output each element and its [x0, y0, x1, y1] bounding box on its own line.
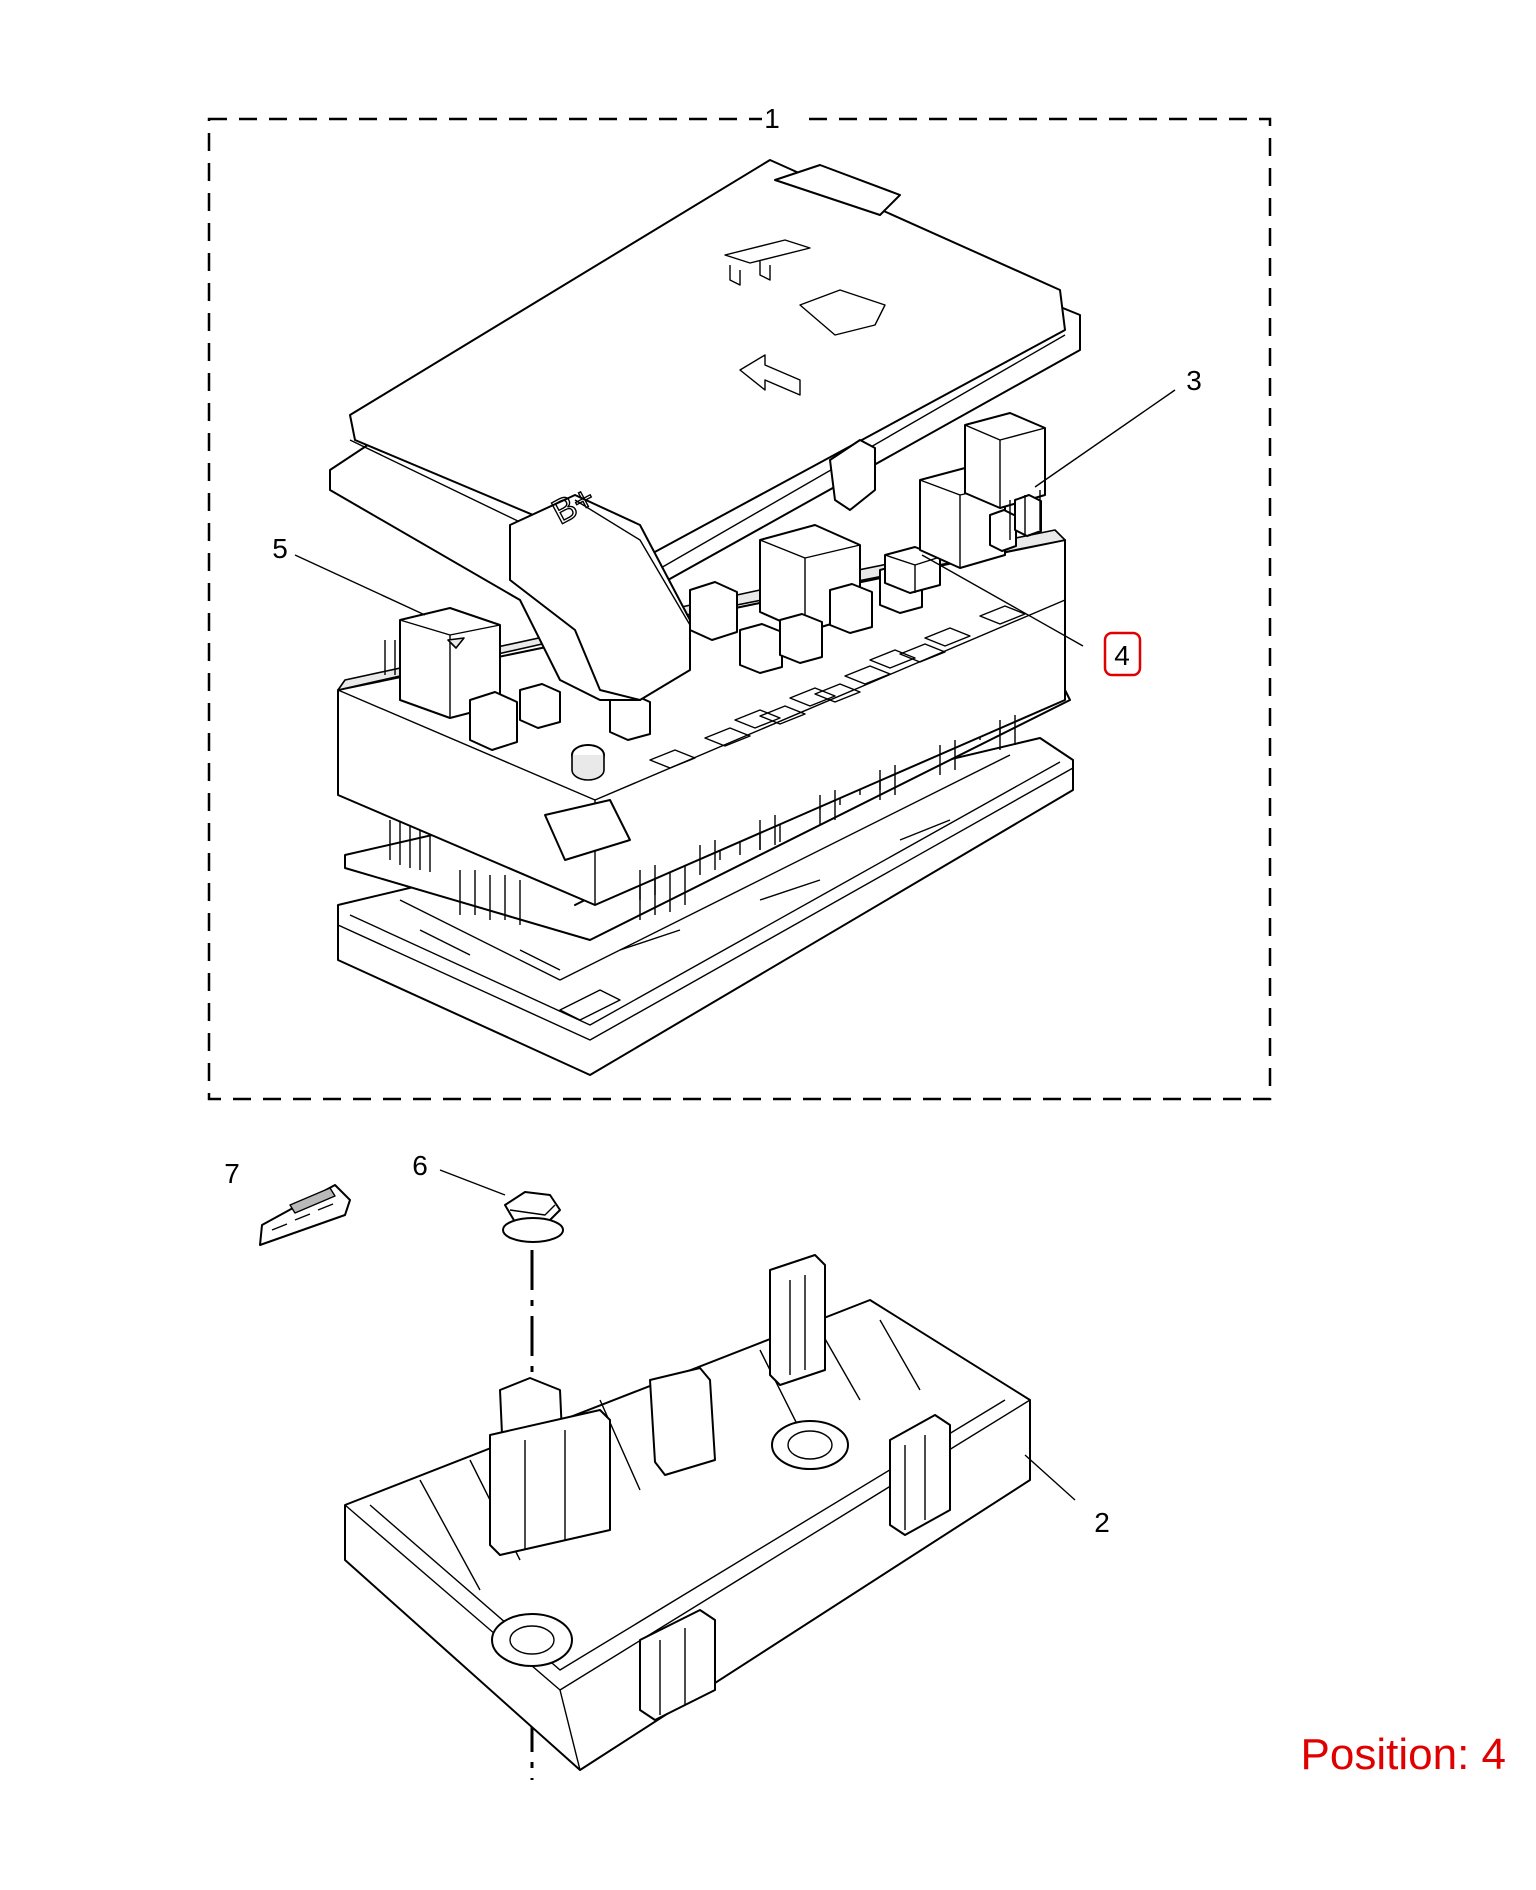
callout-4[interactable]: 4	[1114, 640, 1130, 671]
callout-7[interactable]: 7	[224, 1158, 240, 1189]
part-2-lower-tray	[344, 1254, 1031, 1771]
cover-arrow-icon	[739, 354, 801, 396]
cover-fuse-icon	[724, 239, 811, 286]
callout-3[interactable]: 3	[1186, 365, 1202, 396]
callout-6[interactable]: 6	[412, 1150, 428, 1181]
fuse-box-cover: B+	[329, 159, 1081, 701]
position-label: Position: 4	[1300, 1730, 1506, 1779]
relays-and-fuses	[384, 412, 1046, 751]
callout-1[interactable]: 1	[764, 103, 780, 134]
callout-5[interactable]: 5	[272, 533, 288, 564]
cover-relay-icon	[799, 289, 886, 336]
callout-2[interactable]: 2	[1094, 1507, 1110, 1538]
assembly-base-tray	[337, 737, 1074, 1076]
part-7-terminal-clip	[259, 1184, 351, 1246]
callout-4-highlight-box	[1103, 631, 1142, 677]
leader-lines	[294, 389, 1176, 1501]
part-6-nut	[502, 1191, 564, 1243]
